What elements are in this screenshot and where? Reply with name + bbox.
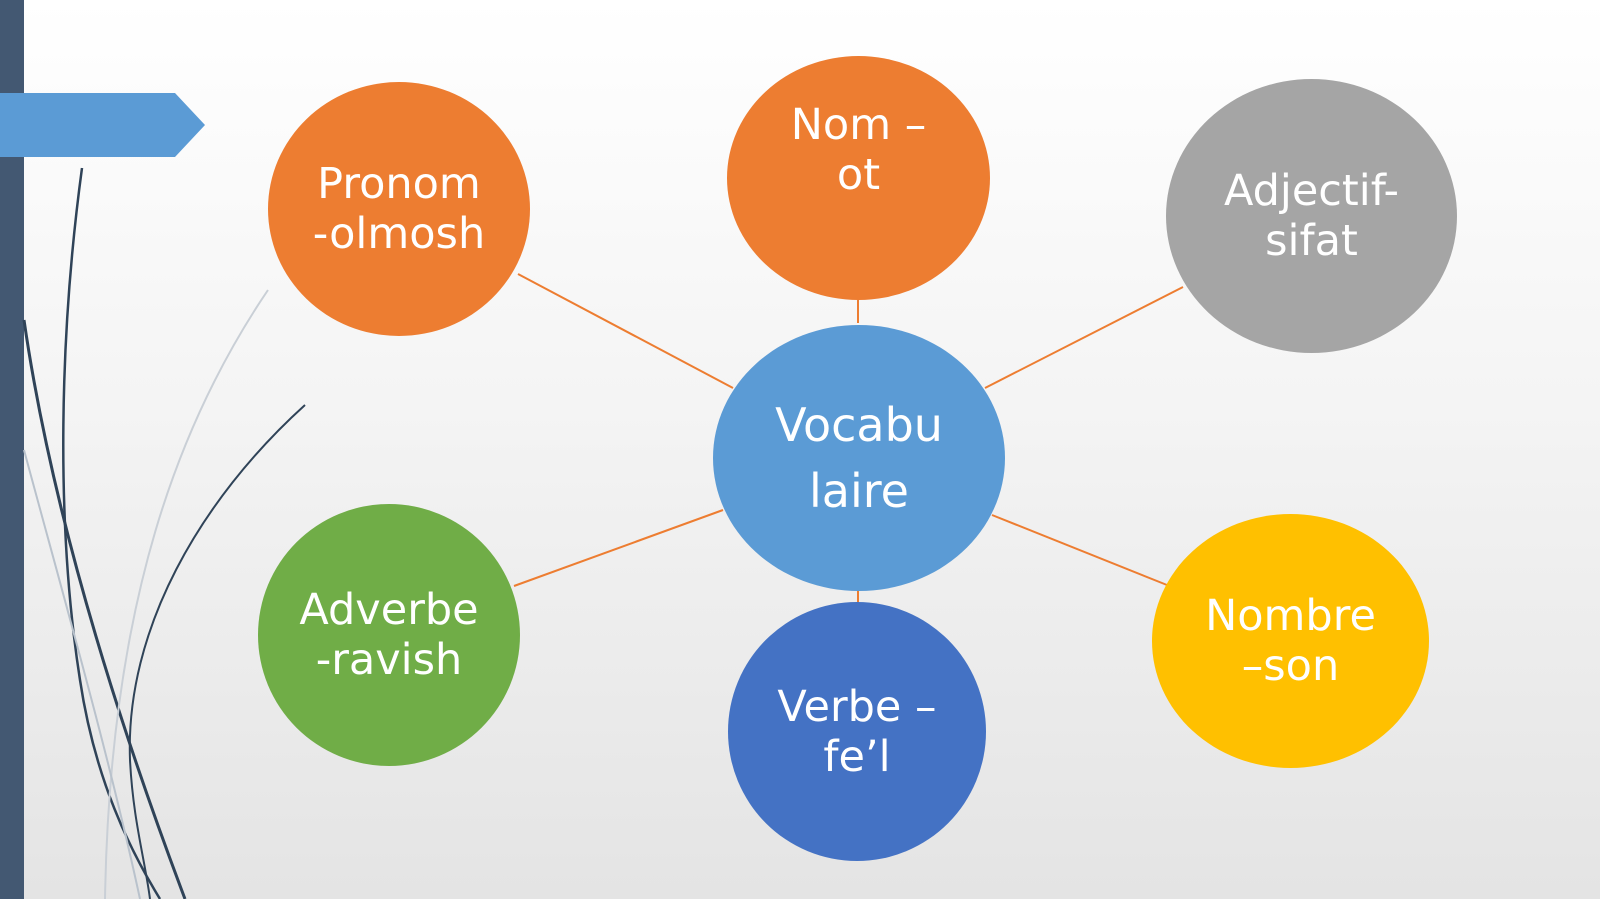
node-nombre-label: Nombre –son [1205, 591, 1376, 691]
node-verbe-label: Verbe – fe’l [777, 681, 937, 782]
center-node-label: Vocabu laire [775, 398, 943, 518]
node-adverbe: Adverbe -ravish [258, 504, 520, 766]
node-verbe: Verbe – fe’l [728, 602, 986, 861]
node-adjectif-label: Adjectif- sifat [1223, 166, 1400, 266]
decorative-curves [22, 167, 306, 899]
connector-nombre [991, 514, 1168, 586]
connector-pronom [517, 273, 734, 389]
node-pronom: Pronom -olmosh [268, 82, 530, 336]
title-ribbon-arrow [0, 93, 205, 157]
node-nom: Nom – ot [727, 56, 990, 300]
center-node-vocabulaire: Vocabu laire [713, 325, 1005, 591]
node-adverbe-label: Adverbe -ravish [299, 585, 479, 685]
node-pronom-label: Pronom -olmosh [312, 159, 486, 259]
node-nombre: Nombre –son [1152, 514, 1429, 768]
connector-adjectif [984, 286, 1184, 389]
connector-adverbe [513, 509, 724, 587]
node-adjectif: Adjectif- sifat [1166, 79, 1457, 353]
node-nom-label: Nom – ot [790, 100, 927, 200]
